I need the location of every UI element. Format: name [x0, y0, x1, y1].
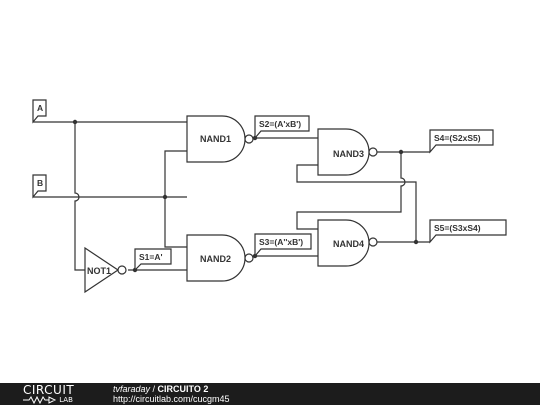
probe-s5-label: S5=(S3xS4): [434, 223, 481, 233]
circuit-meta: tvfaraday / CIRCUITO 2: [113, 384, 208, 394]
not1-body: [84, 246, 120, 294]
nand1-bubble: [244, 134, 254, 144]
probe-s3-flag: [254, 233, 312, 258]
gate-nand1[interactable]: NAND1: [186, 115, 254, 163]
gate-not1[interactable]: NOT1: [84, 246, 127, 294]
not1-label: NOT1: [87, 266, 111, 276]
nand4-bubble: [368, 237, 378, 247]
nand4-label: NAND4: [333, 239, 364, 249]
gate-nand4[interactable]: NAND4: [317, 219, 378, 267]
input-b-flag: [32, 174, 47, 199]
circuitlab-logo[interactable]: CIRCUIT LAB: [23, 383, 99, 405]
junction-s4: [398, 149, 404, 155]
gate-nand3[interactable]: NAND3: [317, 128, 378, 176]
circuit-title: CIRCUITO 2: [157, 384, 209, 394]
junction-b: [162, 194, 168, 200]
probe-s2-flag: [254, 115, 310, 140]
nand3-bubble: [368, 147, 378, 157]
author-name[interactable]: tvfaraday: [113, 384, 151, 394]
nand2-bubble: [244, 253, 254, 263]
nand2-label: NAND2: [200, 254, 231, 264]
junction-a: [72, 119, 78, 125]
circuit-url[interactable]: http://circuitlab.com/cucgm45: [113, 394, 230, 404]
logo-wordmark-bottom: LAB: [23, 395, 73, 405]
junctions: [72, 119, 419, 273]
probe-s3-label: S3=(A''xB'): [259, 237, 303, 247]
resistor-icon: [23, 395, 57, 405]
wire-s5-feedback: [296, 164, 417, 242]
probe-s2-label: S2=(A'xB'): [259, 119, 301, 129]
nand3-label: NAND3: [333, 149, 364, 159]
wires: [33, 121, 430, 271]
wire-b-to-nand2: [164, 197, 187, 248]
meta-separator: /: [150, 384, 158, 394]
footer-bar: CIRCUIT LAB tvfaraday / CIRCUITO 2 http:…: [0, 383, 540, 405]
probe-s4-label: S4=(S2xS5): [434, 133, 481, 143]
nand4-body: [317, 219, 370, 267]
wire-a-to-not: [74, 122, 85, 271]
probe-s4-flag: [429, 129, 494, 154]
probe-s5-flag: [429, 219, 507, 244]
input-a-label: A: [37, 103, 43, 113]
input-b-label: B: [37, 178, 43, 188]
logo-lab-text: LAB: [59, 396, 73, 404]
nand1-label: NAND1: [200, 134, 231, 144]
logo-wordmark-top: CIRCUIT: [23, 383, 75, 397]
not1-bubble: [117, 265, 127, 275]
circuit-schematic: A B NAND1 NAND2 NAND3 NAND4 NOT1 S1=A': [32, 99, 507, 294]
probe-s2[interactable]: S2=(A'xB'): [254, 115, 310, 140]
probe-s1[interactable]: S1=A': [134, 248, 172, 272]
probe-s3[interactable]: S3=(A''xB'): [254, 233, 312, 258]
junction-s5: [413, 239, 419, 245]
probe-s4[interactable]: S4=(S2xS5): [429, 129, 494, 154]
wire-b-to-nand1: [164, 150, 187, 197]
input-b[interactable]: B: [32, 174, 47, 199]
probe-s1-flag: [134, 248, 172, 272]
input-a[interactable]: A: [32, 99, 47, 124]
probe-s1-label: S1=A': [139, 252, 163, 262]
gate-nand2[interactable]: NAND2: [186, 234, 254, 282]
probe-s5[interactable]: S5=(S3xS4): [429, 219, 507, 244]
wire-s4-feedback: [296, 152, 406, 230]
input-a-flag: [32, 99, 47, 124]
